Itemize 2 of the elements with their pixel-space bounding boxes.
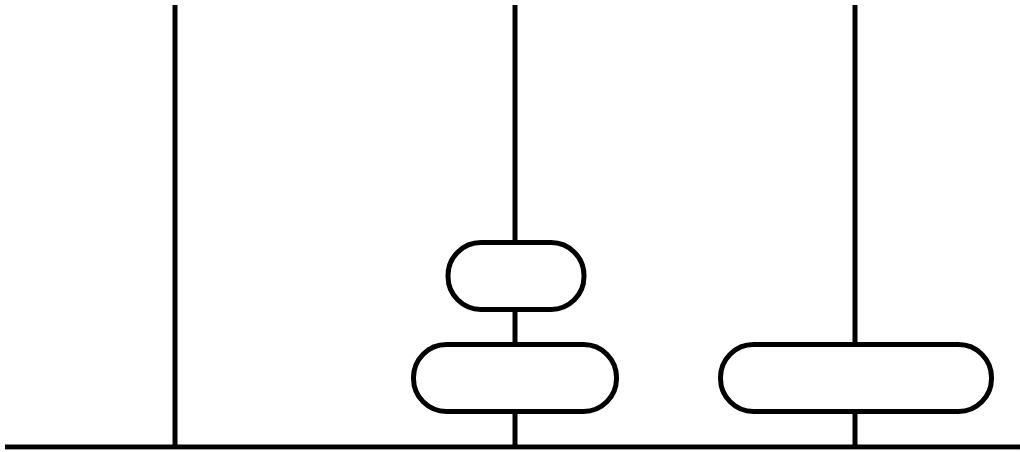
disk (411, 342, 619, 414)
disk (718, 342, 994, 414)
